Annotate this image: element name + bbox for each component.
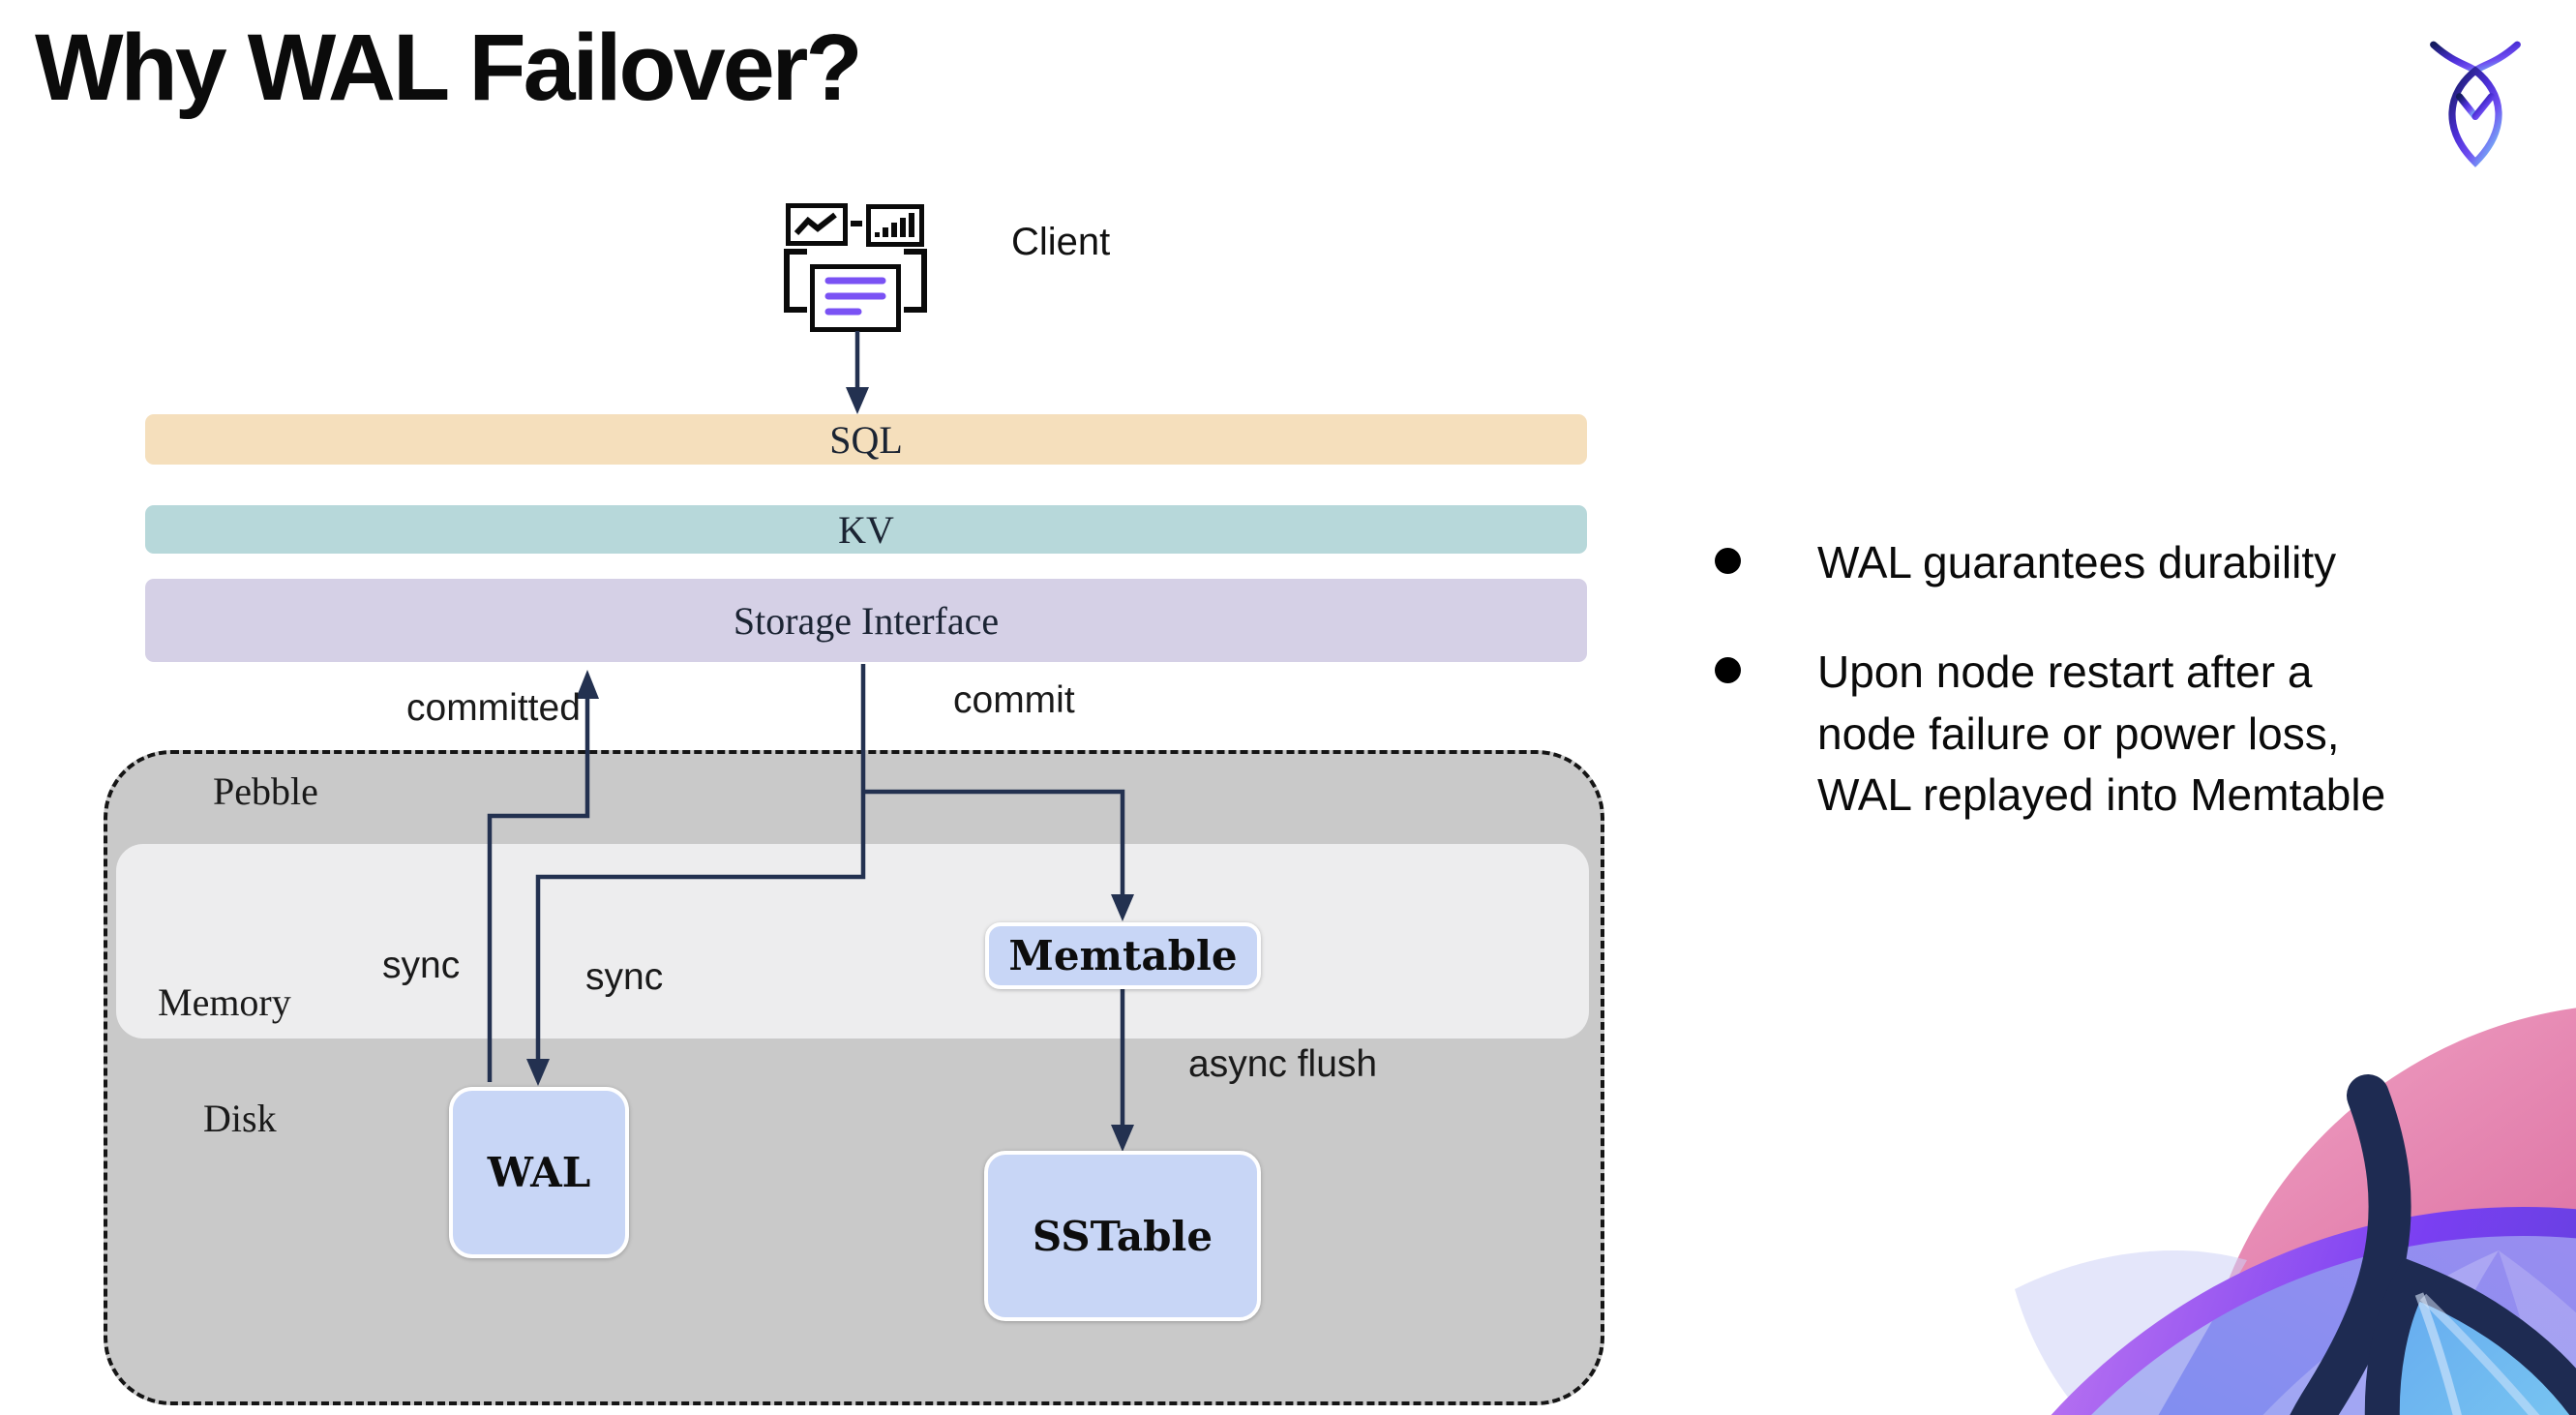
brand-ring [2051,1207,2576,1415]
page-title: Why WAL Failover? [35,15,863,120]
layer-bar-sql: SQL [145,414,1587,465]
bullet-text-durability: WAL guarantees durability [1817,537,2337,587]
line-chart-icon [786,203,848,246]
disk-label: Disk [203,1097,277,1140]
bullet-list: WAL guarantees durability Upon node rest… [1715,532,2499,875]
bullet-icon [1715,657,1741,684]
arrowhead-committed-up [576,670,599,699]
bracket-left-icon [784,249,809,313]
list-item: WAL guarantees durability [1715,532,2499,593]
sstable-node-label: SSTable [1032,1212,1213,1260]
list-item: Upon node restart after a node failure o… [1715,642,2499,826]
edge-label-sync-wal: sync [382,945,461,986]
bullet-text-replay: Upon node restart after a node failure o… [1817,647,2386,821]
memory-label: Memory [158,980,291,1024]
brand-artwork [1957,960,2576,1415]
arrowhead-into-sql [846,387,869,414]
dash-connector-icon [851,221,862,226]
edge-label-committed: committed [406,687,581,729]
bullet-icon [1715,548,1741,574]
layer-bar-kv: KV [145,505,1587,554]
arrowhead-into-memtable [1111,894,1134,921]
memtable-node: Memtable [985,922,1261,989]
layer-label-storage-interface: Storage Interface [733,598,1000,643]
edge-label-async-flush: async flush [1188,1043,1378,1085]
edge-label-commit: commit [953,679,1075,721]
wal-node: WAL [449,1087,629,1258]
layer-label-kv: KV [838,507,894,552]
sstable-node: SSTable [984,1151,1261,1321]
arrowhead-into-sstable [1111,1125,1134,1152]
bar-chart-icon [866,204,924,247]
bracket-right-icon [902,249,927,313]
wal-node-label: WAL [487,1149,591,1196]
cockroachdb-logo-icon [2427,39,2524,168]
document-icon [810,264,901,332]
pebble-label: Pebble [213,769,318,813]
layer-bar-storage-interface: Storage Interface [145,579,1587,662]
client-label: Client [1011,221,1111,263]
edge-label-sync-commit: sync [585,956,664,998]
memtable-node-label: Memtable [1008,932,1238,979]
layer-label-sql: SQL [829,417,903,462]
arrowhead-into-wal [526,1059,550,1086]
